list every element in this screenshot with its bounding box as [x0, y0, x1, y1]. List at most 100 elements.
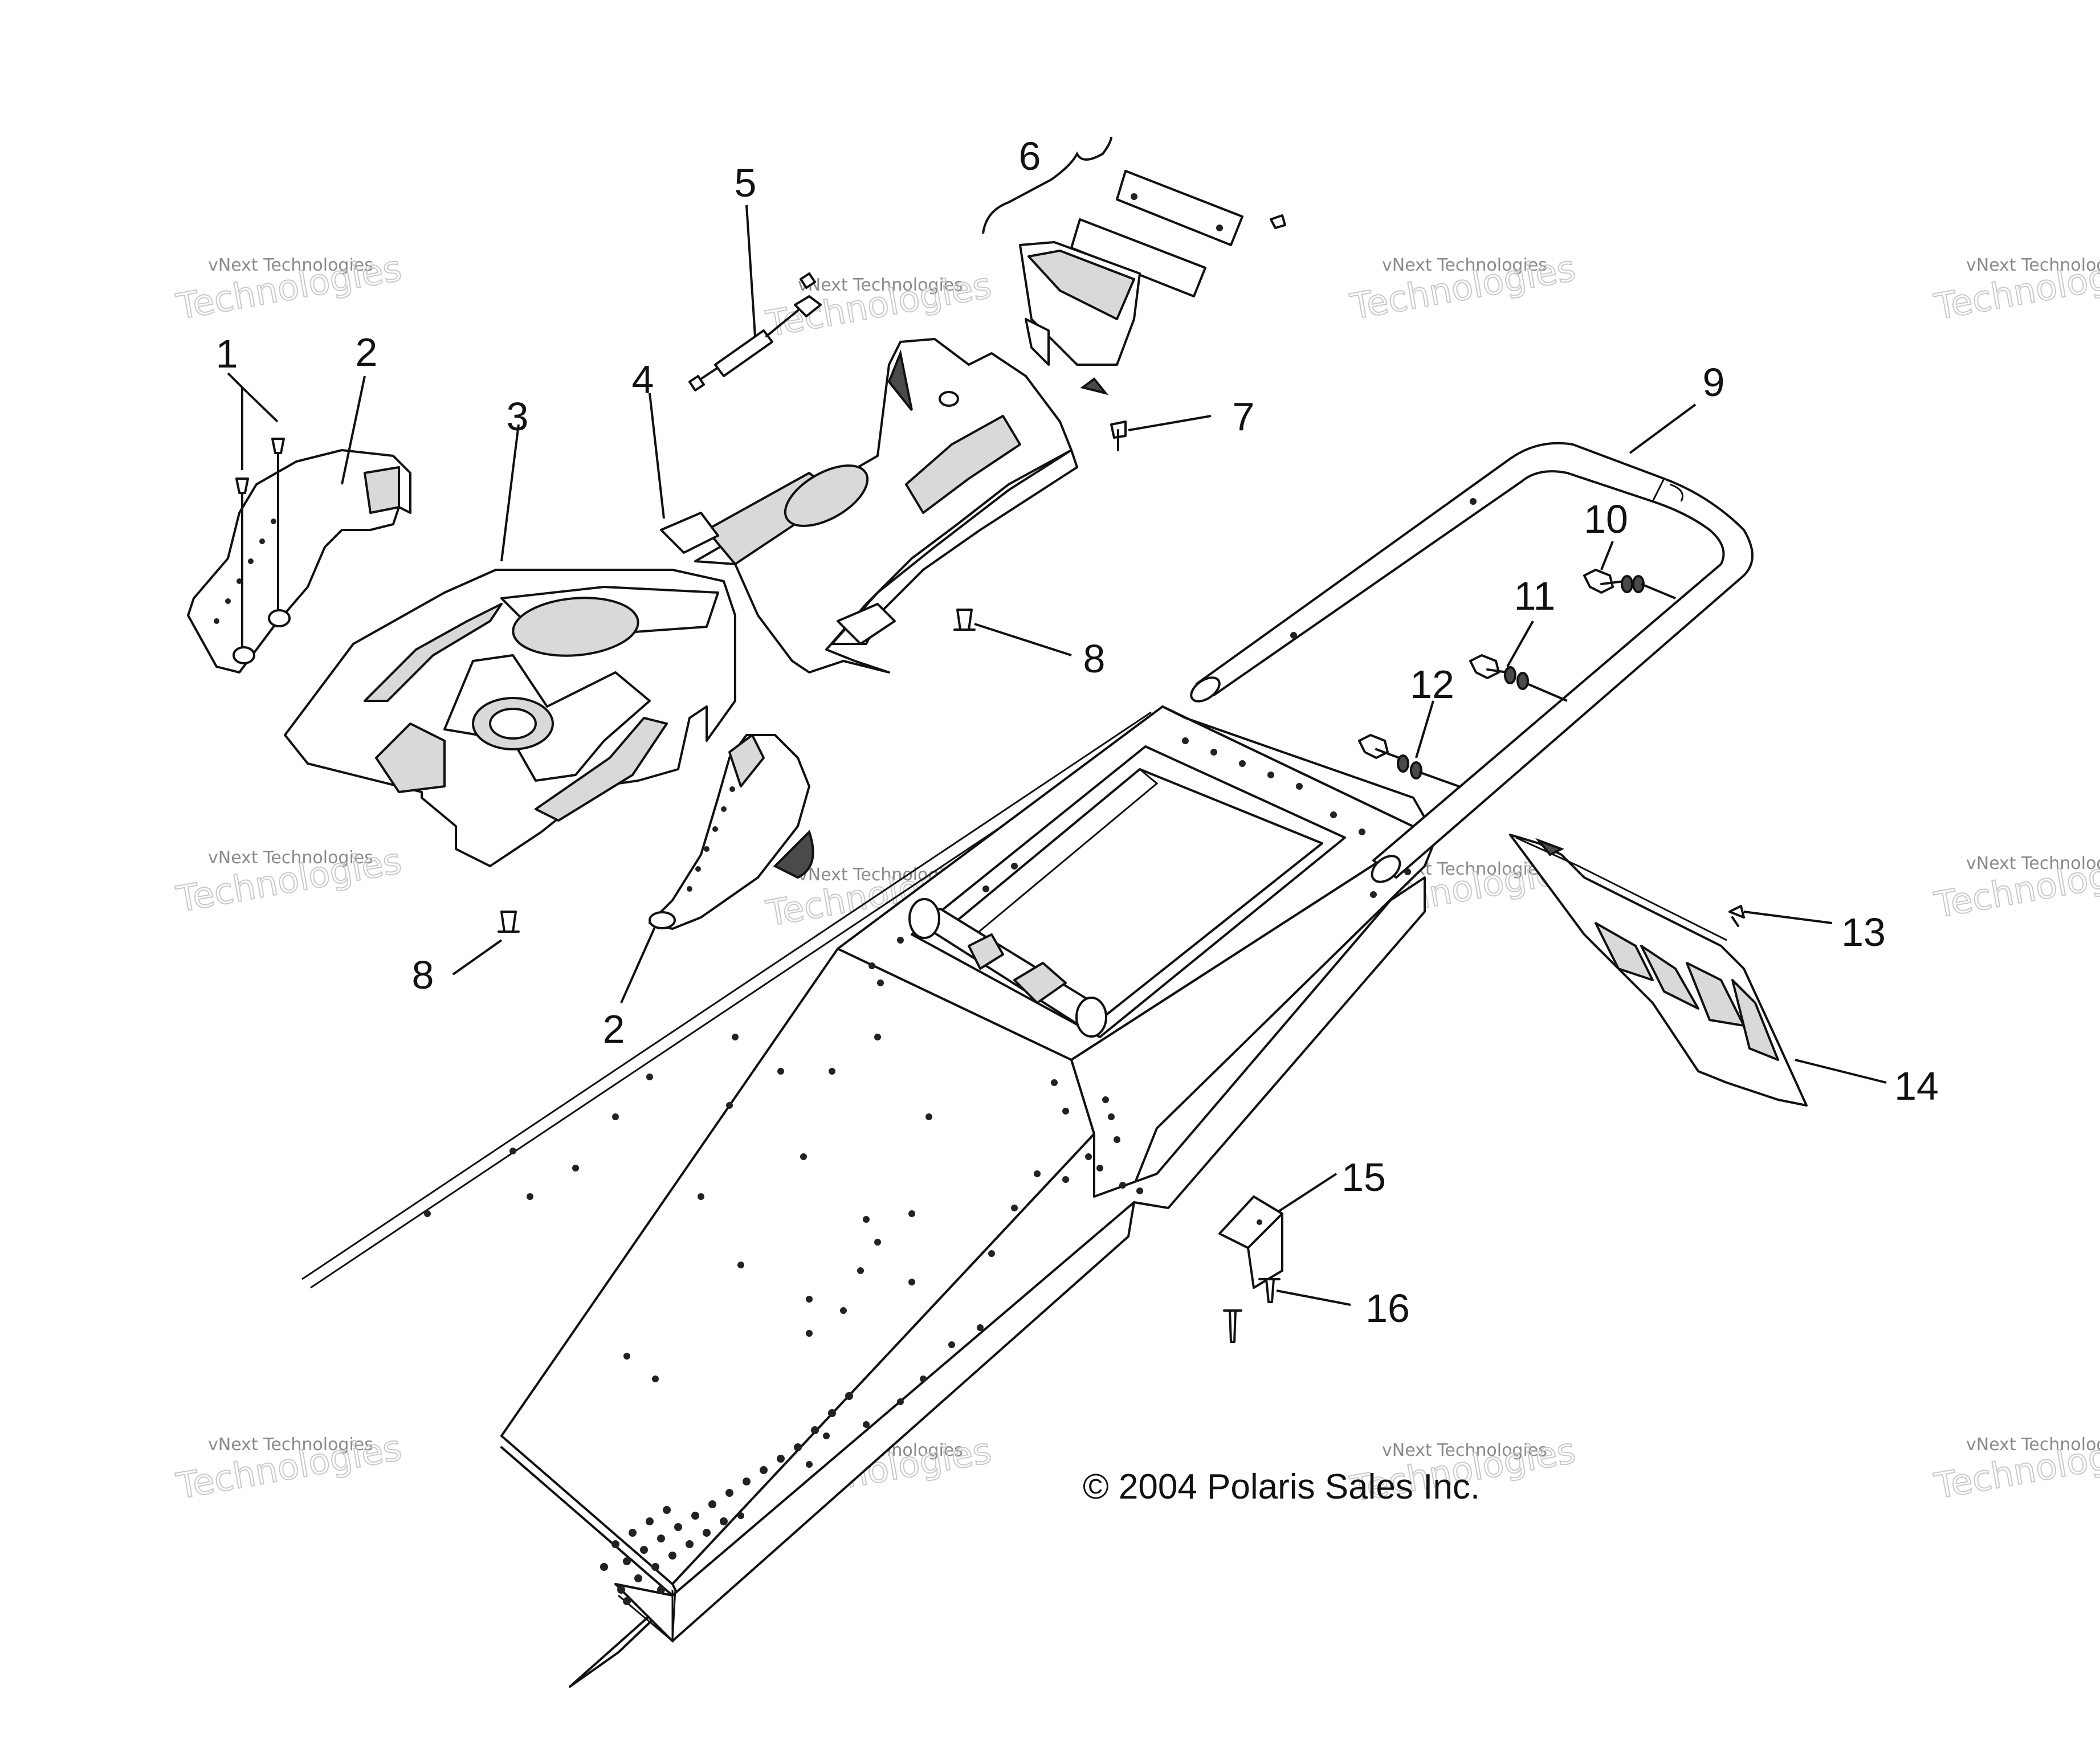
leader-8a [974, 623, 1072, 656]
part-7-fastener [1110, 421, 1127, 451]
rear-cowl-light [489, 708, 537, 740]
tunnel-corner-seam [671, 1589, 676, 1642]
hole [908, 1279, 915, 1285]
hole [829, 1068, 835, 1075]
hole [897, 1398, 904, 1405]
hole [743, 1477, 751, 1485]
hole [424, 1210, 431, 1217]
callout-13: 13 [1841, 910, 1886, 954]
hole [806, 1330, 813, 1337]
part-4-storage-tray [660, 338, 1078, 674]
hole [777, 1455, 785, 1463]
strut-rod [700, 366, 719, 380]
bolt-10 [1583, 569, 1614, 594]
fastener-1a-head [235, 477, 249, 494]
storage-tray-recess [784, 464, 869, 527]
callout-12: 12 [1410, 662, 1454, 707]
part-16-screws [1223, 1278, 1281, 1343]
fastener-1b-head [271, 438, 285, 454]
hole [509, 1148, 516, 1154]
callout-4: 4 [632, 357, 654, 402]
part-5-gas-strut [688, 272, 822, 391]
hole [1296, 783, 1303, 790]
hole [1290, 632, 1297, 639]
hole [652, 1376, 659, 1382]
hole [1108, 1113, 1115, 1120]
hole [1359, 828, 1365, 835]
callout-8-lower: 8 [412, 953, 434, 997]
hole [760, 1466, 768, 1474]
storage-tray-hole [939, 391, 959, 407]
hole [691, 1512, 699, 1520]
hole [863, 1421, 870, 1428]
hole [634, 1574, 642, 1582]
hole [1062, 1108, 1069, 1115]
hole [721, 806, 727, 812]
leader-8b [452, 939, 503, 976]
hole [863, 1216, 870, 1223]
hole [1370, 891, 1377, 898]
callouts: 1 2 3 4 5 6 7 8 8 2 9 10 11 12 13 14 15 … [216, 134, 1939, 1330]
storage-tray-shadow [887, 349, 913, 411]
hole [617, 1586, 625, 1594]
hole [1062, 1176, 1069, 1183]
hole [704, 846, 709, 852]
bolt-12-axis [1418, 771, 1459, 787]
rear-cowl-recess [512, 597, 639, 657]
grab-bar-end-right [1371, 855, 1401, 883]
hole [1210, 749, 1217, 756]
leader-2a [341, 375, 366, 485]
hole [1114, 1136, 1120, 1143]
part-2-side-panel-upper [187, 449, 411, 674]
hole [708, 1500, 716, 1508]
hole [623, 1597, 631, 1605]
roller-clip [1013, 962, 1067, 1004]
hole [703, 1529, 711, 1537]
hole [908, 1210, 915, 1217]
part-6-taillight [982, 136, 1286, 395]
hole [1267, 772, 1274, 778]
watermark-text: vNext Technologies [1382, 255, 1547, 275]
callout-10: 10 [1584, 497, 1628, 541]
bolt-11-axis [1527, 683, 1568, 702]
hole [800, 1153, 807, 1160]
watermark-text: vNext Technologies [208, 848, 373, 868]
part-3-rear-cowl [284, 569, 736, 867]
bolt-11 [1469, 654, 1500, 679]
hole [811, 1426, 819, 1434]
taillight-side [1025, 318, 1050, 366]
hole [777, 1068, 784, 1075]
hole [698, 1193, 704, 1200]
hole [1051, 1079, 1058, 1086]
roller-end-left [908, 898, 940, 939]
taillight-lens-upper [1116, 170, 1243, 246]
hole [823, 1432, 830, 1439]
leader-4 [649, 393, 665, 519]
snowflap-tab [1535, 838, 1564, 856]
grab-bar-end-left [1190, 676, 1221, 703]
hole [828, 1409, 836, 1417]
hole [840, 1307, 847, 1314]
bolt-11-shank [1486, 668, 1508, 674]
tunnel-left-edge [301, 711, 1152, 1280]
hole [1257, 1219, 1262, 1225]
hole [1011, 863, 1018, 870]
bolts-10-11-12 [1358, 569, 1676, 787]
strut-rod-upper [765, 309, 799, 337]
hole [695, 866, 701, 872]
panel-hole [649, 911, 676, 929]
hole [1216, 225, 1223, 231]
hole [897, 937, 904, 944]
watermark-text: vNext Technologies [208, 255, 373, 275]
strut-cylinder [714, 329, 773, 377]
hole [874, 1239, 881, 1246]
leader-12 [1415, 700, 1434, 758]
leader-14 [1795, 1059, 1887, 1084]
leader-16 [1276, 1289, 1351, 1306]
leader-15 [1278, 1173, 1338, 1212]
hole [1102, 1096, 1109, 1103]
leader-9 [1629, 403, 1697, 454]
strut-end-upper [794, 295, 822, 317]
hole [236, 578, 242, 584]
